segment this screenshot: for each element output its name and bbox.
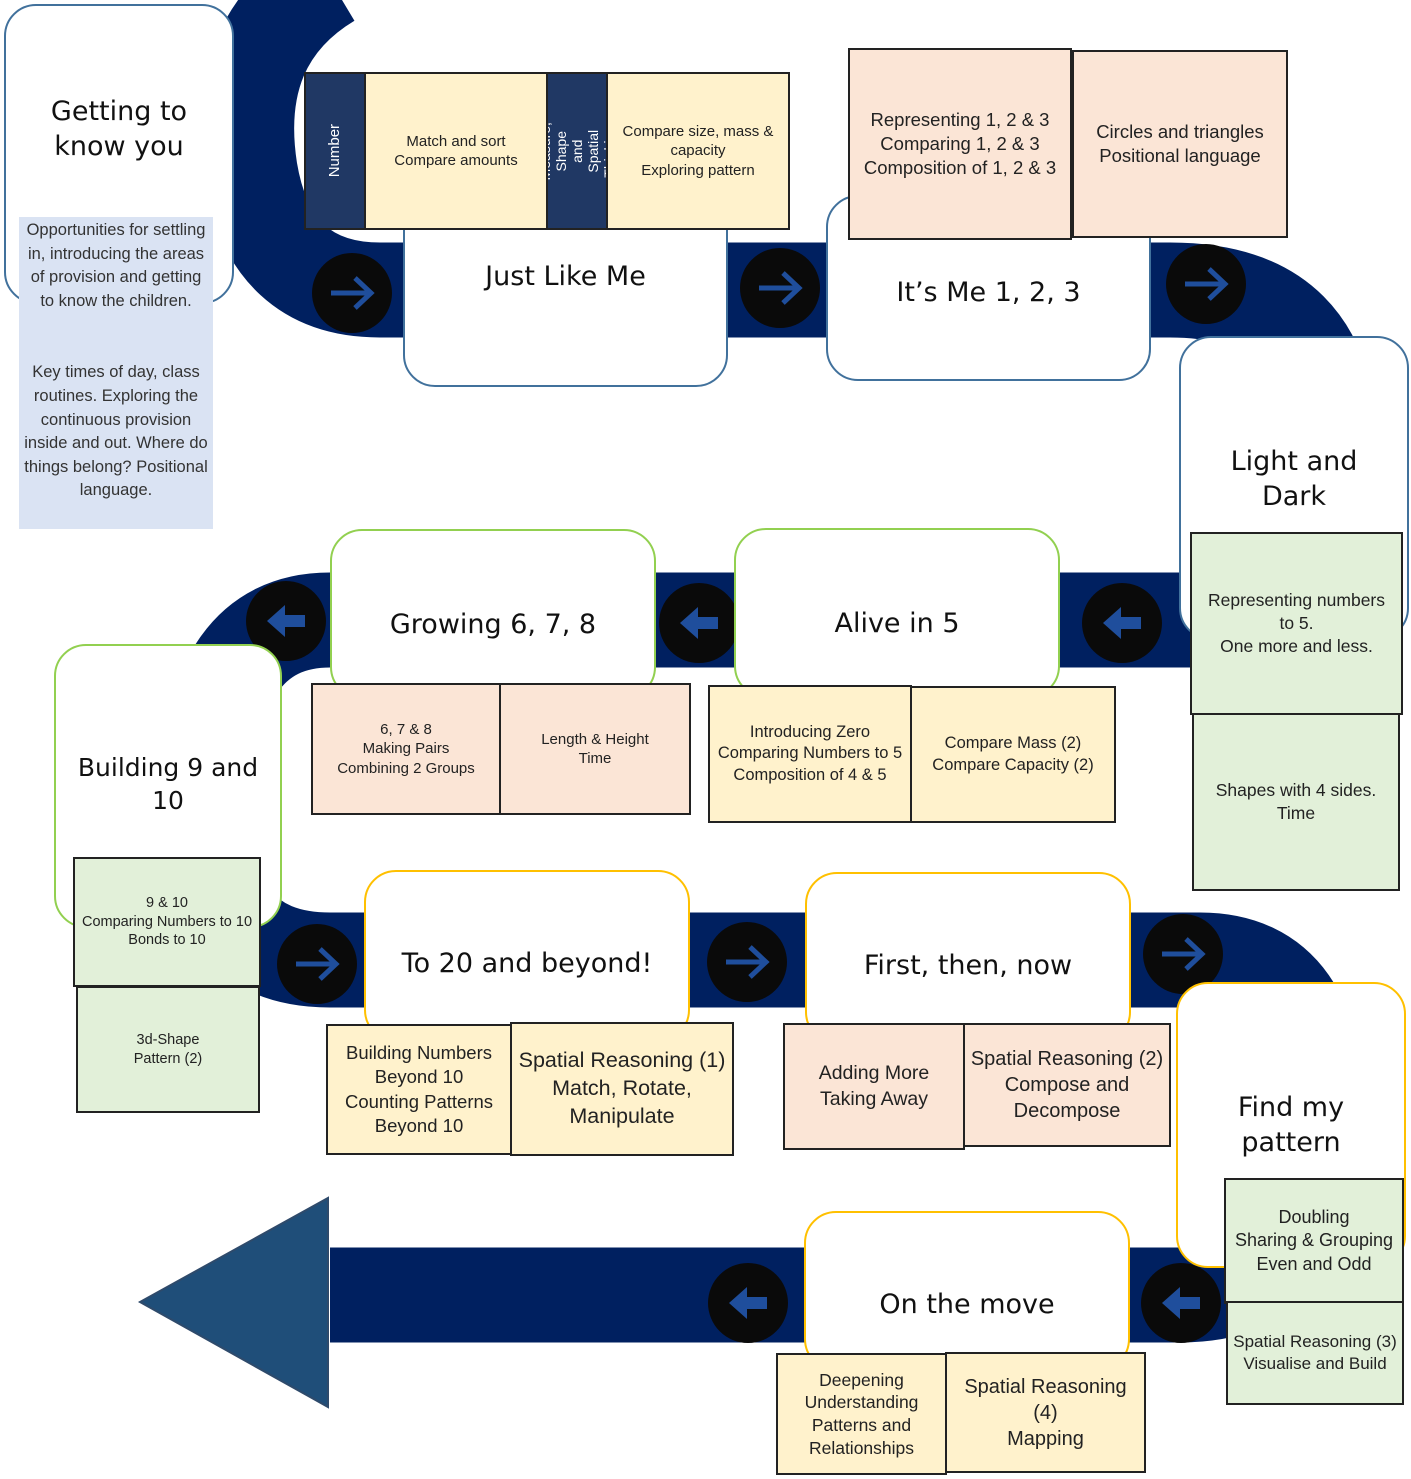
unit-description: Opportunities for settling in, introduci… [19,217,213,529]
arrow-left-icon [1141,1263,1221,1343]
learning-box-number: Doubling Sharing & Grouping Even and Odd [1224,1178,1404,1304]
unit-title: Getting to know you [50,96,188,163]
learning-box-measure: Compare size, mass & capacity Exploring … [606,72,790,230]
learning-box-measure: Circles and triangles Positional languag… [1072,50,1288,238]
arrow-right-icon [1143,914,1223,994]
learning-box-measure: Length & Height Time [499,683,691,815]
learning-box-number: Introducing Zero Comparing Numbers to 5 … [708,685,912,823]
arrow-left-icon [1082,583,1162,663]
arrow-right-icon [707,922,787,1002]
unit-title: On the move [879,1289,1055,1320]
arrow-left-icon [708,1263,788,1343]
unit-to-20-and-beyond: To 20 and beyond! [364,870,690,1042]
arrow-left-icon [659,583,739,663]
strand-label-measure: Measure, Shape and Spatial Thinking [546,72,608,230]
unit-first-then-now: First, then, now [805,872,1131,1044]
unit-title: It’s Me 1, 2, 3 [896,277,1081,308]
learning-box-number: Deepening Understanding Patterns and Rel… [776,1353,947,1475]
learning-box-measure: 3d-Shape Pattern (2) [76,986,260,1113]
learning-box-number: Representing numbers to 5. One more and … [1190,532,1403,715]
learning-box-number: Match and sort Compare amounts [364,72,548,230]
unit-title: To 20 and beyond! [401,948,653,979]
unit-title: Just Like Me [485,261,646,292]
description-paragraph: Opportunities for settling in, introduci… [26,221,206,310]
arrow-right-icon [277,924,357,1004]
learning-box-measure: Spatial Reasoning (4) Mapping [945,1352,1146,1473]
arrow-right-icon [312,253,392,333]
unit-title: First, then, now [863,950,1073,981]
strand-label-number: Number [304,72,366,230]
learning-box-number: Building Numbers Beyond 10 Counting Patt… [326,1024,512,1155]
learning-box-number: Adding More Taking Away [783,1023,965,1150]
learning-box-number: 9 & 10 Comparing Numbers to 10 Bonds to … [73,857,261,987]
learning-box-measure: Compare Mass (2) Compare Capacity (2) [910,686,1116,823]
unit-alive-in-5: Alive in 5 [734,528,1060,698]
unit-growing-678: Growing 6, 7, 8 [330,529,656,699]
learning-box-measure: Spatial Reasoning (1) Match, Rotate, Man… [510,1022,734,1156]
big-arrowhead [137,1196,329,1409]
arrow-right-icon [1166,244,1246,324]
arrow-right-icon [740,248,820,328]
learning-box-measure: Shapes with 4 sides. Time [1192,713,1400,891]
description-paragraph: Key times of day, class routines. Explor… [24,363,208,500]
unit-title: Building 9 and 10 [77,753,259,815]
learning-box-measure: Spatial Reasoning (2) Compose and Decomp… [963,1023,1171,1147]
unit-title: Find my pattern [1237,1092,1345,1159]
learning-box-number: 6, 7 & 8 Making Pairs Combining 2 Groups [311,683,501,815]
unit-on-the-move: On the move [804,1211,1130,1371]
learning-box-measure: Spatial Reasoning (3) Visualise and Buil… [1226,1301,1404,1405]
unit-title: Light and Dark [1230,446,1358,513]
unit-title: Growing 6, 7, 8 [389,609,597,640]
unit-title: Alive in 5 [834,608,960,639]
learning-box-number: Representing 1, 2 & 3 Comparing 1, 2 & 3… [848,48,1072,240]
